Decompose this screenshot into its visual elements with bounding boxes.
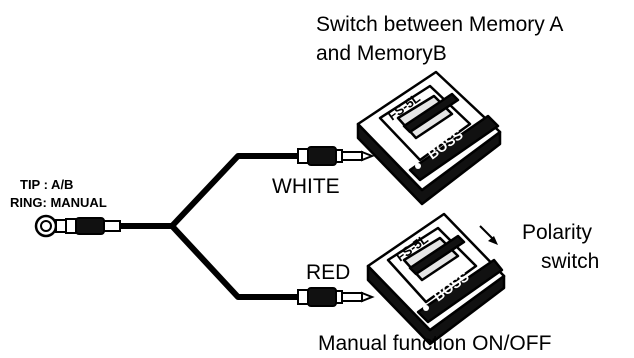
- cable-label-white: WHITE: [272, 175, 340, 198]
- cable-label-red: RED: [306, 261, 351, 284]
- plug-ring-label: RING: MANUAL: [10, 195, 107, 210]
- mono-plug-white: [297, 146, 375, 166]
- plug-tip-label: TIP : A/B: [20, 177, 74, 192]
- caption-top-line1: Switch between Memory A: [316, 13, 564, 36]
- footswitch-bottom: [366, 212, 506, 346]
- caption-top-line2: and MemoryB: [316, 42, 447, 65]
- polarity-arrow: [479, 225, 498, 245]
- y-cable: [117, 153, 315, 300]
- footswitch-top: [356, 70, 502, 206]
- stereo-plug: [34, 214, 121, 238]
- polarity-label-line1: Polarity: [522, 221, 593, 244]
- caption-bottom: Manual function ON/OFF: [318, 332, 552, 355]
- polarity-label-line2: switch: [541, 250, 600, 273]
- mono-plug-red: [297, 287, 375, 307]
